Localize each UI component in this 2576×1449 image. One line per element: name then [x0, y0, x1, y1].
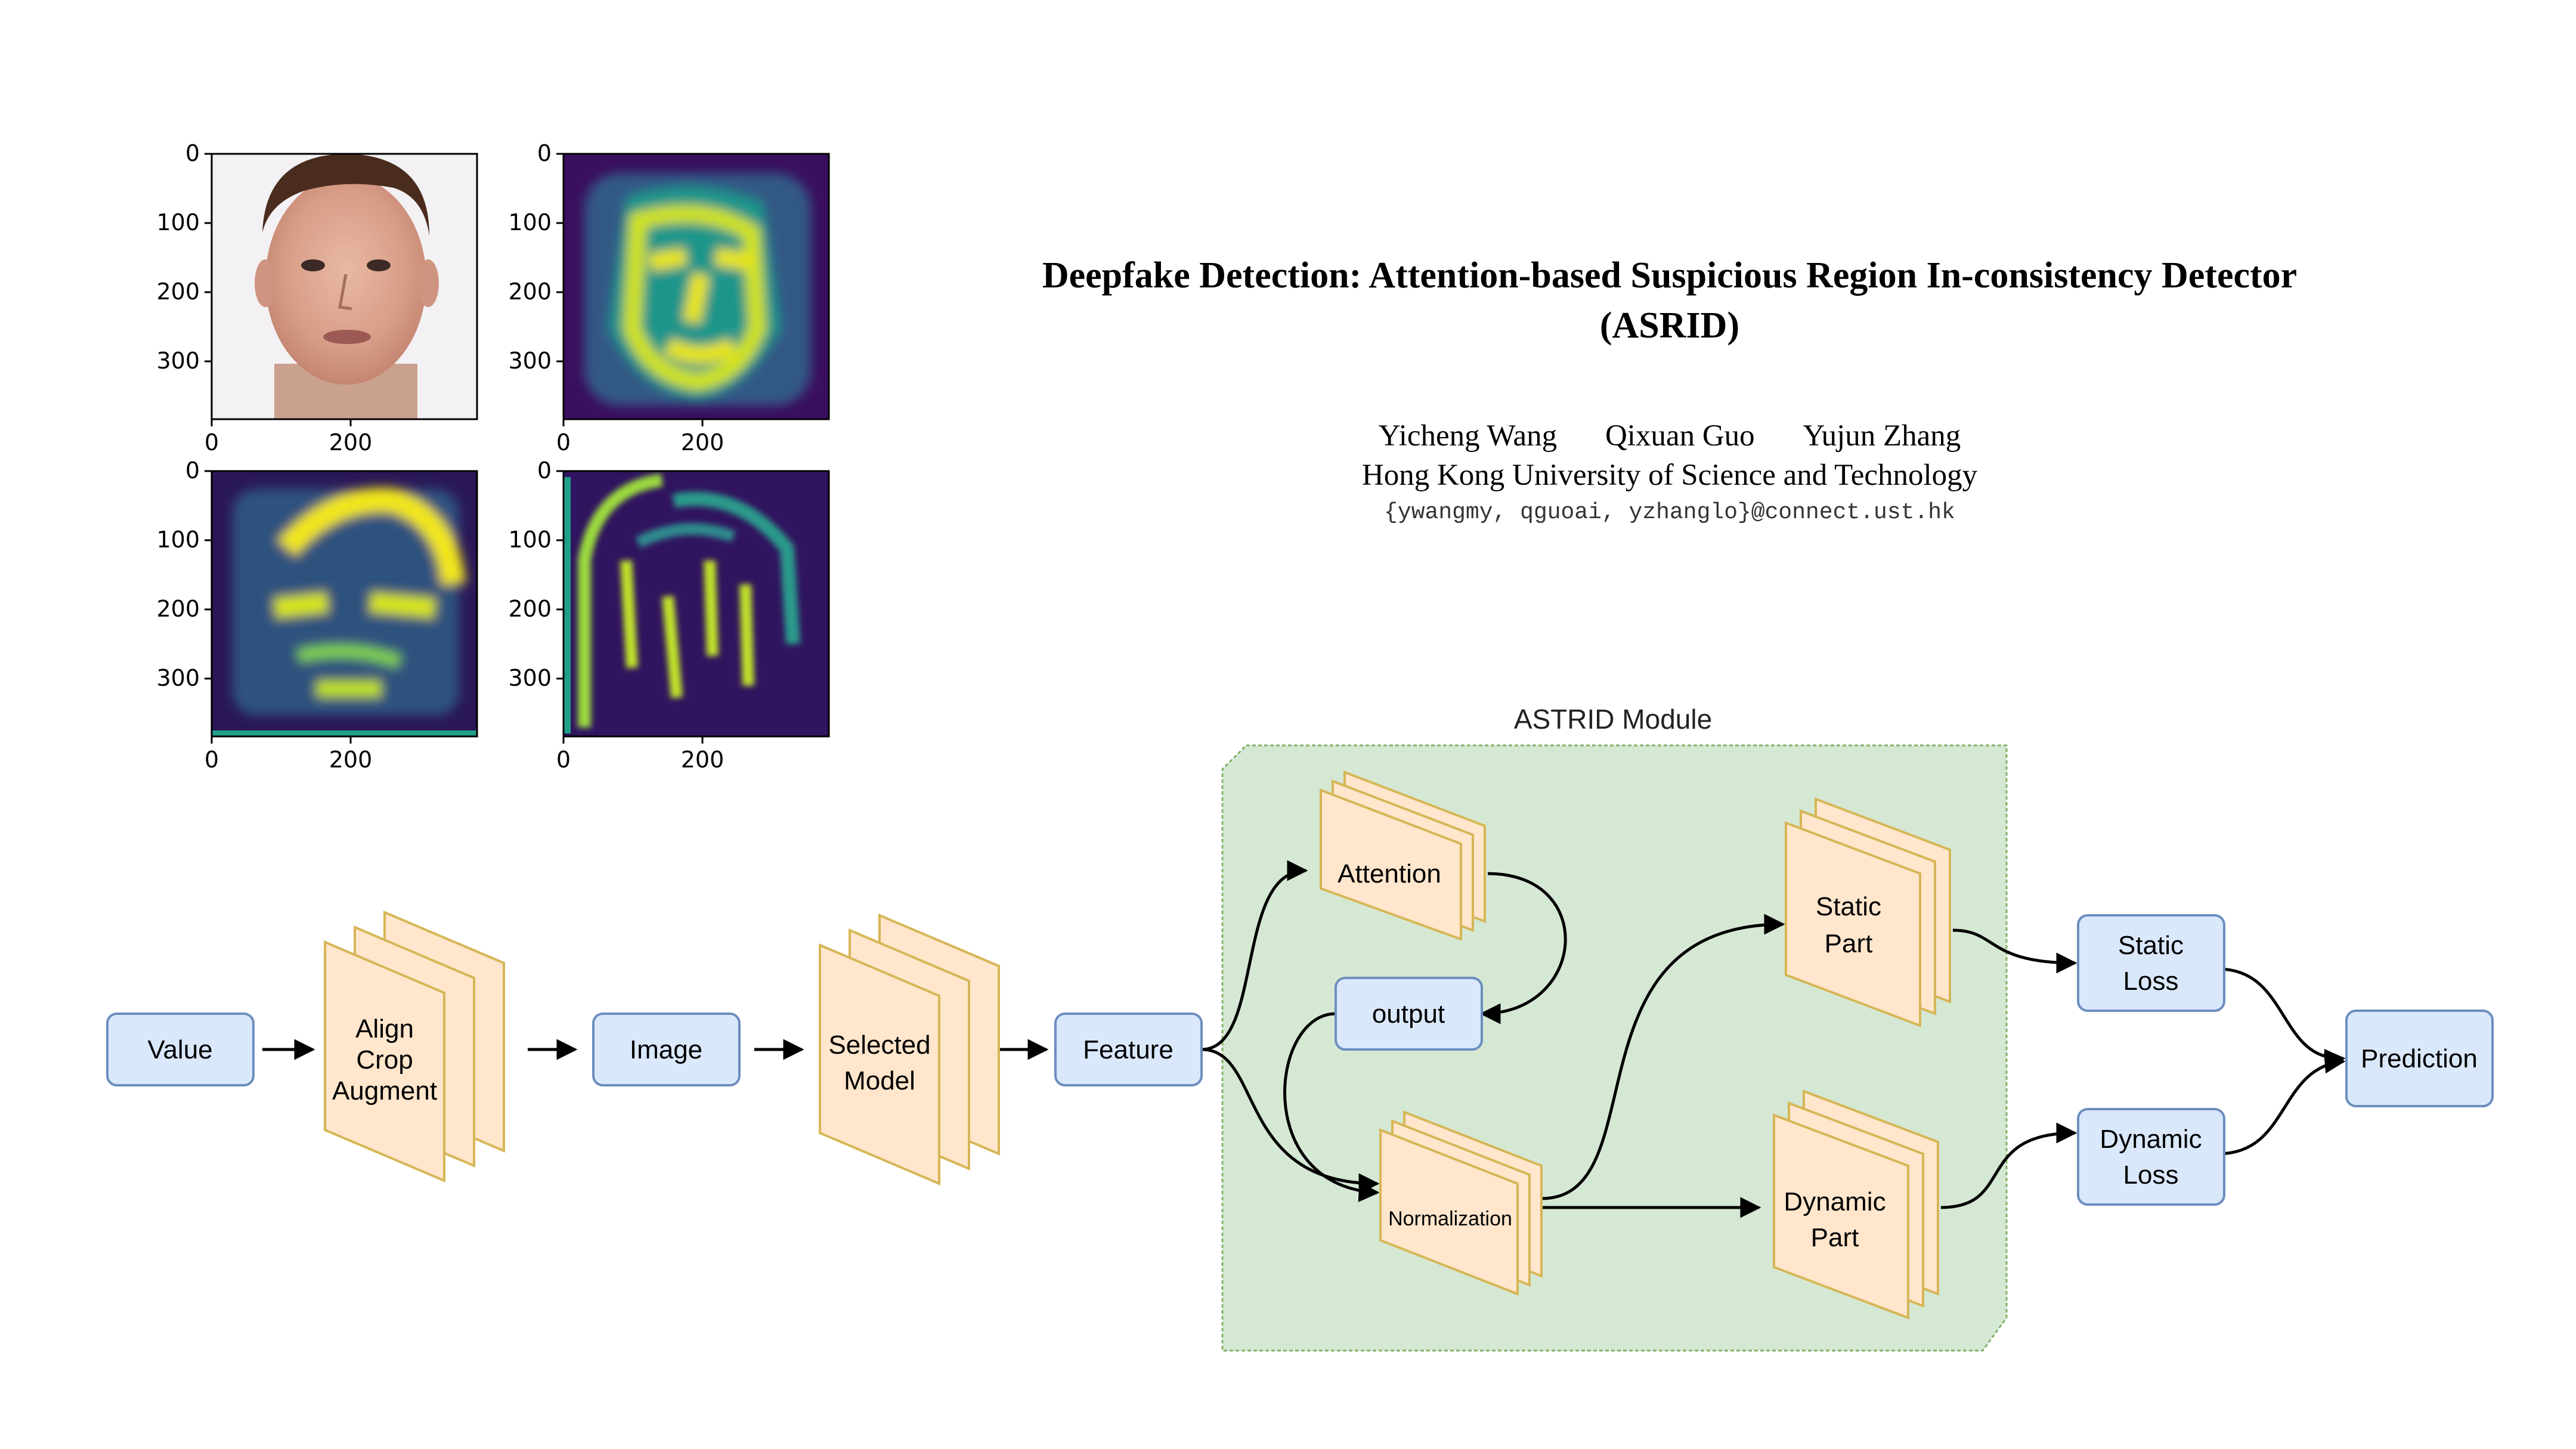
author-name: Yicheng Wang [1378, 419, 1558, 453]
node-image: Image [592, 1013, 741, 1086]
edge-dynamic-dynamicloss [1940, 1122, 2077, 1209]
node-dynamic-part-label: Dynamic [1784, 1187, 1885, 1216]
ytick-label: 0 [185, 140, 200, 166]
axes-frame-4 [562, 470, 830, 738]
ytick-label: 0 [537, 140, 552, 166]
ytick-label: 0 [185, 457, 200, 484]
edge-dynamicloss-prediction [2218, 1052, 2346, 1156]
xtick-label: 0 [205, 429, 219, 456]
node-normalization-stack [1379, 1110, 1543, 1296]
xtick-label: 0 [205, 747, 219, 773]
panel-attention-map-1 [564, 154, 829, 419]
ytick-label: 100 [508, 527, 552, 553]
affiliation: Hong Kong University of Science and Tech… [1361, 459, 1978, 492]
ytick-label: 200 [508, 596, 552, 622]
edge-normalization-static [1541, 914, 1785, 1200]
paper-title: Deepfake Detection: Attention-based Susp… [1042, 255, 2298, 296]
node-attention-label: Attention [1337, 859, 1441, 888]
figure-grid-svg: 0 100 200 300 0 200 0 100 200 300 0 200 … [156, 140, 830, 773]
node-dynamic-part-label: Part [1811, 1223, 1859, 1252]
edge-staticloss-prediction [2218, 967, 2346, 1070]
xtick-label: 0 [556, 747, 571, 773]
node-align-label: Align [355, 1014, 414, 1044]
node-prediction: Prediction [2345, 1010, 2494, 1107]
paper-header: Deepfake Detection: Attention-based Susp… [954, 250, 2385, 531]
node-static-loss-label: Static [2118, 931, 2184, 960]
node-value-label: Value [147, 1035, 212, 1064]
author-name: Qixuan Guo [1605, 419, 1755, 453]
ytick-label: 300 [508, 665, 552, 691]
ytick-label: 300 [156, 665, 200, 691]
node-static-loss-label: Loss [2123, 967, 2179, 996]
panel-attention-map-3 [564, 471, 829, 736]
ytick-label: 100 [508, 209, 552, 236]
xtick-label: 200 [681, 429, 724, 456]
node-dynamic-loss: Dynamic Loss [2077, 1108, 2225, 1206]
ytick-label: 0 [537, 457, 552, 484]
ytick-label: 300 [156, 348, 200, 374]
node-attention-stack [1320, 770, 1486, 941]
edge-output-normalization [1283, 1012, 1380, 1202]
axes-frame-3 [210, 470, 478, 738]
xtick-label: 200 [329, 429, 373, 456]
figure-grid: 0 100 200 300 0 200 0 100 200 300 0 200 … [113, 131, 865, 787]
node-selected-label: Model [844, 1066, 915, 1095]
ytick-label: 100 [156, 527, 200, 553]
edge-attention-output [1479, 872, 1567, 1024]
node-dynamic-loss-label: Dynamic [2100, 1125, 2202, 1154]
node-static-part-label: Static [1816, 892, 1881, 921]
author-email: {ywangmy, qguoai, yzhanglo}@connect.ust.… [1384, 500, 1955, 525]
node-prediction-label: Prediction [2361, 1044, 2478, 1073]
node-align-label: Crop [356, 1045, 413, 1075]
node-image-label: Image [630, 1035, 702, 1064]
node-selected-label: Selected [828, 1030, 930, 1060]
node-feature: Feature [1054, 1013, 1203, 1086]
edge-static-staticloss [1952, 928, 2077, 974]
xtick-label: 0 [556, 429, 571, 456]
author-name: Yujun Zhang [1803, 419, 1961, 453]
ytick-label: 200 [508, 278, 552, 305]
axes-frame-2 [562, 153, 830, 420]
ytick-label: 100 [156, 209, 200, 236]
node-selected-stack [819, 913, 1000, 1186]
node-output-label: output [1372, 999, 1445, 1029]
ytick-label: 200 [156, 278, 200, 305]
node-dynamic-loss-label: Loss [2123, 1160, 2179, 1190]
ytick-label: 200 [156, 596, 200, 622]
paper-title-acronym: (ASRID) [1599, 305, 1740, 346]
node-static-part-stack [1785, 797, 1951, 1027]
module-title: ASTRID Module [1514, 704, 1712, 735]
node-normalization-label: Normalization [1388, 1208, 1512, 1230]
node-static-loss: Static Loss [2077, 914, 2225, 1012]
xtick-label: 200 [329, 747, 373, 773]
node-value: Value [106, 1013, 255, 1086]
author-list: Yicheng Wang Qixuan Guo Yujun Zhang [954, 416, 2385, 456]
node-output: output [1335, 977, 1483, 1051]
panel-attention-map-2 [212, 471, 477, 736]
edge-feature-attention [1201, 860, 1308, 1051]
node-static-part-label: Part [1825, 929, 1873, 958]
panel-face-photo [212, 154, 477, 419]
node-dynamic-part-stack [1773, 1089, 1939, 1320]
node-align-stack [324, 910, 505, 1183]
xtick-label: 200 [681, 747, 724, 773]
axes-frame-1 [210, 153, 478, 420]
node-align-label: Augment [332, 1076, 437, 1106]
ytick-label: 300 [508, 348, 552, 374]
node-feature-label: Feature [1083, 1035, 1174, 1064]
